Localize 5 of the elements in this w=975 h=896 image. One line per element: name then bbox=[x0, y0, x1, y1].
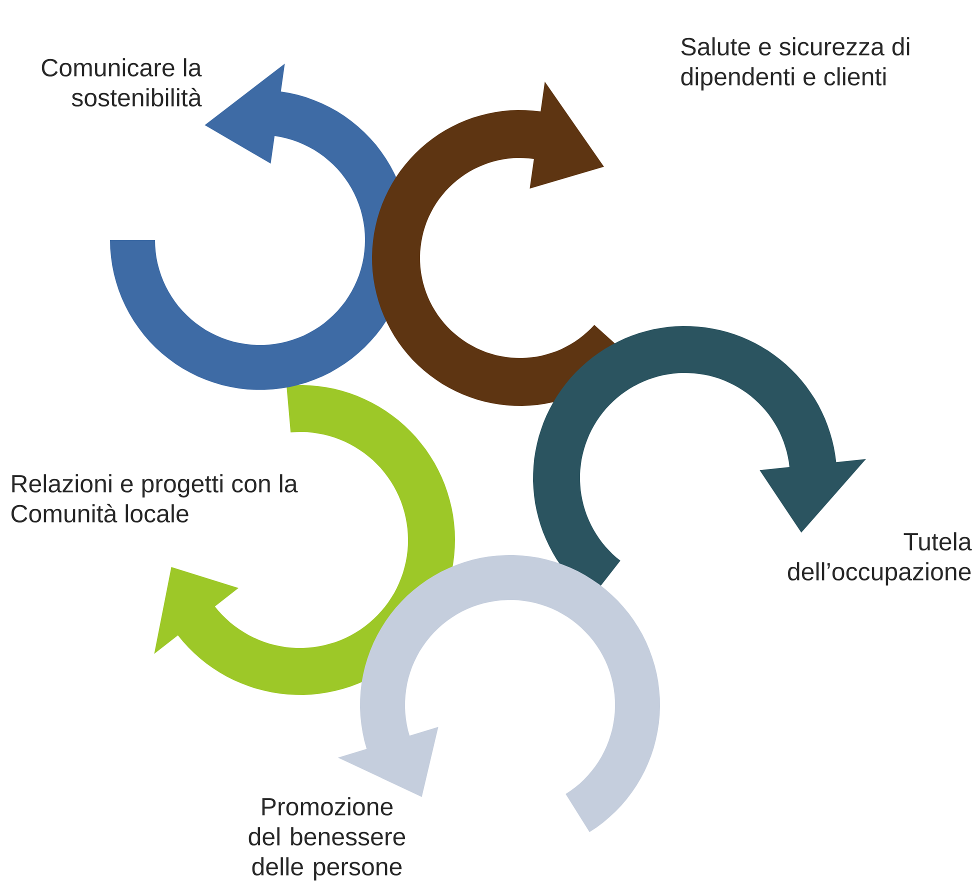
label-text: Salute e sicurezza di dipendenti e clienti bbox=[681, 37, 910, 90]
label-text: Comunicare la sostenibilità bbox=[42, 58, 202, 107]
label-text: Relazioni e progetti con la Comunità locale bbox=[11, 474, 298, 523]
label-text: Tutela dell’occupazione bbox=[788, 532, 972, 586]
label-text: Promozione del benessere delle persone bbox=[248, 797, 406, 880]
